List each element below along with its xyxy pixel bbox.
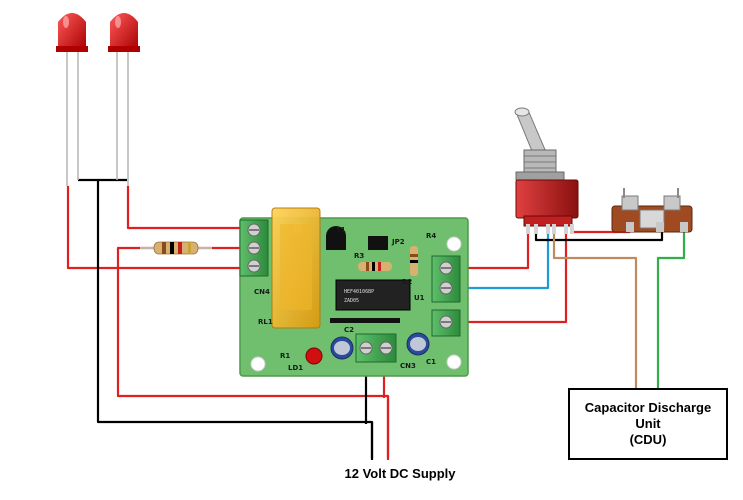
terminal-cn3 [355, 333, 397, 363]
terminal-output-a [431, 255, 461, 303]
label-t1: T1 [336, 226, 346, 234]
resistor-r2 [410, 246, 418, 276]
diode [330, 318, 400, 323]
label-cn4: CN4 [254, 288, 270, 296]
capacitor-c1 [406, 332, 430, 356]
terminal-cn4 [239, 219, 269, 277]
ic-chip: HEF40106BP ZAD05 [335, 279, 411, 311]
resistor-r3 [358, 262, 392, 271]
label-rl1: RL1 [258, 318, 273, 326]
relay-pcb: HEF40106BP ZAD05 [239, 207, 469, 377]
relay-rl1 [271, 207, 321, 329]
blue-wire-switch [460, 232, 550, 290]
led-left [56, 13, 88, 186]
red-wire-switch-b [460, 232, 568, 324]
inline-resistor [140, 241, 212, 255]
svg-text:HEF40106BP: HEF40106BP [344, 289, 374, 295]
led-right [108, 13, 140, 186]
turnout-motor [611, 188, 693, 233]
cdu-label-line2: Unit [635, 416, 661, 431]
label-r3: R3 [354, 252, 364, 260]
terminal-output-b [431, 309, 461, 337]
black-wire-switch-motor [534, 232, 664, 242]
label-u1: U1 [414, 294, 425, 302]
label-c2: C2 [344, 326, 354, 334]
transistor-t1 [326, 226, 346, 250]
label-r4: R4 [426, 232, 436, 240]
label-r2: R2 [402, 278, 412, 286]
capacitor-c2 [330, 336, 354, 360]
label-ld1: LD1 [288, 364, 303, 372]
label-jp2: JP2 [391, 238, 405, 246]
cdu-box: Capacitor Discharge Unit (CDU) [568, 388, 728, 460]
supply-label: 12 Volt DC Supply [344, 466, 456, 481]
cdu-label-line1: Capacitor Discharge [584, 400, 712, 415]
brown-wire-cdu [552, 232, 638, 388]
led-ld1 [305, 347, 323, 365]
toggle-switch [514, 107, 579, 234]
red-wire-led1 [66, 186, 240, 270]
green-wire-cdu [656, 232, 686, 388]
red-wire-led2 [126, 186, 240, 230]
red-wire-switch-a [460, 232, 530, 270]
jumper-jp2 [368, 236, 388, 250]
svg-text:ZAD05: ZAD05 [344, 298, 359, 304]
label-r1: R1 [280, 352, 290, 360]
label-c1: C1 [426, 358, 436, 366]
cdu-label-line3: (CDU) [629, 432, 667, 447]
label-cn3: CN3 [400, 362, 416, 370]
